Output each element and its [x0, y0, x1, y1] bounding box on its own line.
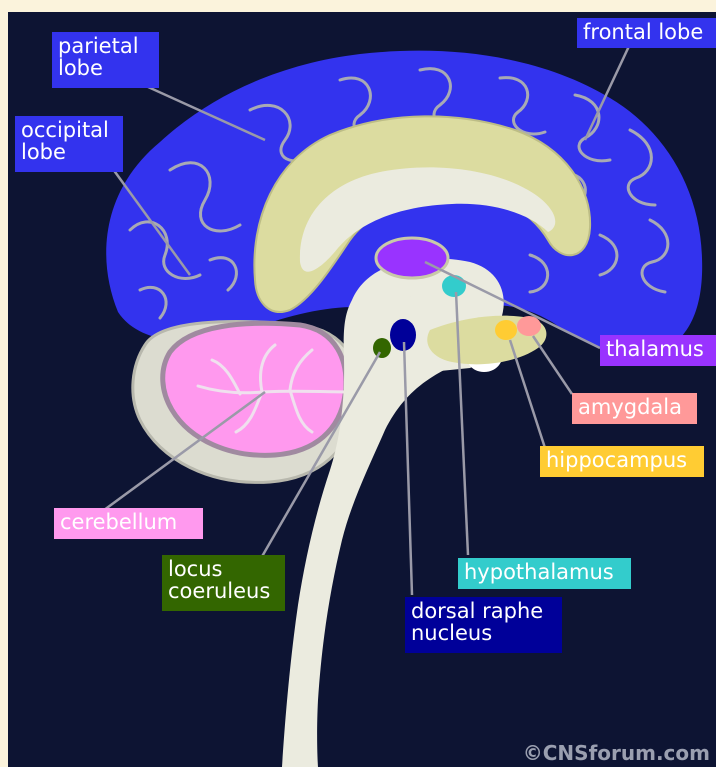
label-locus-coeruleus: locus coeruleus [162, 555, 285, 611]
locus-coeruleus-region [373, 338, 391, 358]
amygdala-region [517, 316, 541, 336]
hypothalamus-region [442, 275, 466, 297]
label-amygdala: amygdala [572, 393, 697, 424]
label-hypothalamus: hypothalamus [458, 558, 631, 589]
label-hippocampus: hippocampus [540, 446, 704, 477]
label-occipital-lobe: occipital lobe [15, 116, 123, 172]
label-thalamus: thalamus [600, 335, 716, 366]
label-cerebellum: cerebellum [54, 508, 203, 539]
label-dorsal-raphe-nucleus: dorsal raphe nucleus [405, 597, 562, 653]
hippocampus-region [495, 320, 517, 340]
label-frontal-lobe: frontal lobe [577, 18, 716, 48]
label-parietal-lobe: parietal lobe [52, 32, 159, 88]
thalamus-region [376, 238, 448, 278]
copyright-text: ©CNSforum.com [523, 741, 710, 765]
